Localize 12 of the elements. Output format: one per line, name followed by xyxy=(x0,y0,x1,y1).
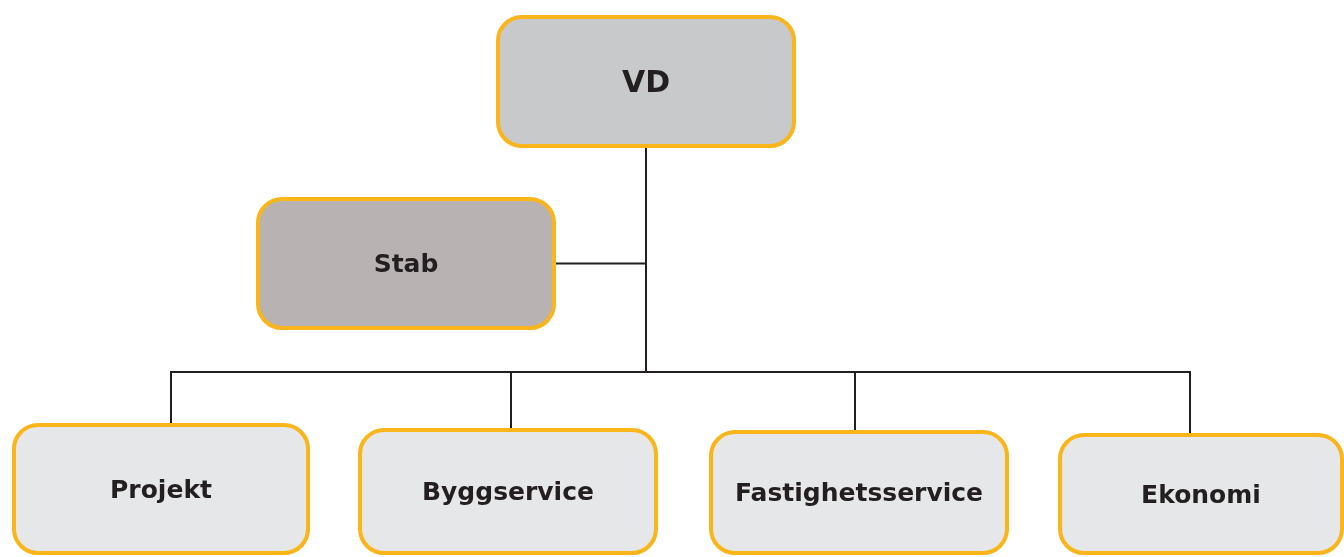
org-unit-box xyxy=(709,430,1009,555)
org-unit-box xyxy=(496,15,796,148)
unit-name: Stab xyxy=(373,249,439,278)
unit-name: Fastighetsservice xyxy=(734,478,984,507)
org-unit-box xyxy=(1058,433,1344,555)
org-unit-box xyxy=(12,423,310,555)
org-unit-box xyxy=(358,428,658,555)
unit-name: Ekonomi xyxy=(1141,479,1261,509)
unit-name: Byggservice xyxy=(422,477,594,506)
unit-name: VD xyxy=(621,64,671,99)
unit-name: Projekt xyxy=(110,474,212,504)
org-unit-box xyxy=(256,197,556,330)
